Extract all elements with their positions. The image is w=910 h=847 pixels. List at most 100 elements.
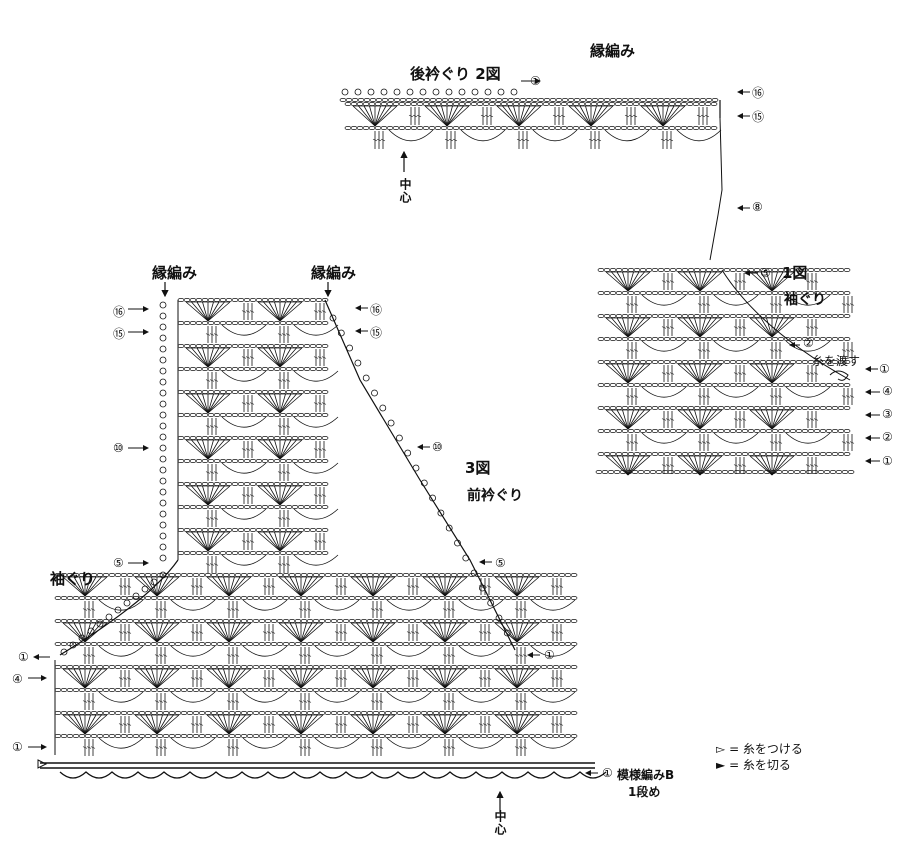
edging-picot xyxy=(159,411,167,419)
edging-picot xyxy=(379,404,387,412)
edging-picot xyxy=(471,88,479,96)
stitch-column xyxy=(841,296,855,313)
stitch-column xyxy=(372,131,386,149)
stitch-column xyxy=(841,342,855,359)
stitch-fan xyxy=(494,668,540,689)
legend-cut-yarn-text: = 糸を切る xyxy=(729,758,791,772)
chain-v xyxy=(170,599,216,611)
chain-v xyxy=(713,386,759,398)
stitch-column xyxy=(226,601,240,618)
chain-row xyxy=(597,383,851,387)
fig3-row-15-left-marker: ⑮ xyxy=(113,327,126,341)
stitch-column xyxy=(697,296,711,313)
stitch-fan xyxy=(352,105,398,127)
edging-picot xyxy=(420,479,428,487)
edging-picot xyxy=(159,356,167,364)
stitch-column xyxy=(277,464,291,481)
chain-row xyxy=(177,298,329,302)
stitch-column xyxy=(625,296,639,313)
fig3-title: 3図 xyxy=(465,459,491,477)
edging-picot xyxy=(437,509,445,517)
chain-row xyxy=(177,390,329,394)
stitch-fan xyxy=(494,714,540,735)
stitch-fan xyxy=(206,714,252,735)
stitch-fan xyxy=(278,714,324,735)
stitch-column xyxy=(154,739,168,756)
chain-row xyxy=(339,98,719,102)
stitch-fan xyxy=(496,105,542,127)
stitch-column xyxy=(262,670,276,687)
stitch-fan xyxy=(605,317,651,338)
stitch-column xyxy=(442,693,456,710)
edging-picot xyxy=(132,592,140,600)
stitch-column xyxy=(370,647,384,664)
edging-picot xyxy=(503,629,511,637)
stitch-fan xyxy=(640,105,686,127)
chain-v xyxy=(532,129,578,142)
chain-v xyxy=(293,554,339,566)
edging-picot xyxy=(337,329,345,337)
chain-v xyxy=(458,645,504,657)
stitch-fan xyxy=(206,668,252,689)
stitch-fan xyxy=(185,485,231,506)
edging-picot xyxy=(470,569,478,577)
chain-v xyxy=(530,645,576,657)
stitch-column xyxy=(241,487,255,504)
bottom-row-1-marker: ① xyxy=(602,766,613,780)
stitch-column xyxy=(298,601,312,618)
fig2-row-16-marker: ⑯ xyxy=(752,86,765,100)
attach-yarn-mark xyxy=(37,759,48,769)
stitch-fan xyxy=(568,105,614,127)
chain-row xyxy=(597,337,851,341)
chain-v xyxy=(530,691,576,703)
chain-row xyxy=(597,268,851,272)
edging-picot xyxy=(380,88,388,96)
edging-picot xyxy=(510,88,518,96)
stitch-column xyxy=(625,342,639,359)
stitch-fan xyxy=(749,317,795,338)
stitch-column xyxy=(406,624,420,641)
stitch-column xyxy=(298,693,312,710)
chain-v xyxy=(221,324,267,336)
fig3-row-10-left-marker: ⑩ xyxy=(113,441,124,455)
chain-v xyxy=(460,129,506,142)
stitch-column xyxy=(370,601,384,618)
fig2-row-15-marker: ⑮ xyxy=(752,110,765,124)
chain-v xyxy=(386,645,432,657)
legend-attach-yarn-text: = 糸をつける xyxy=(729,742,803,756)
fig3-front-neck-chart xyxy=(54,282,578,812)
stitch-column xyxy=(277,418,291,435)
stitch-column xyxy=(733,273,747,290)
stitch-fan xyxy=(677,455,723,476)
chain-v xyxy=(314,737,360,749)
chain-v xyxy=(221,508,267,520)
edging-picot xyxy=(123,599,131,607)
edging-picot xyxy=(159,521,167,529)
stitch-column xyxy=(154,647,168,664)
fig2-title: 後衿ぐり 2図 xyxy=(410,65,501,83)
edging-picot xyxy=(445,524,453,532)
fig2-row-1-marker: ① xyxy=(530,74,541,88)
chain-v xyxy=(785,294,831,306)
stitch-fan xyxy=(749,271,795,292)
stitch-fan xyxy=(257,393,303,414)
stitch-fan xyxy=(422,668,468,689)
stitch-fan xyxy=(749,363,795,384)
fig1-row-8-marker: ⑧ xyxy=(752,200,763,214)
fig2-center-label: 中心 xyxy=(398,178,412,204)
stitch-column xyxy=(190,624,204,641)
chain-v xyxy=(314,691,360,703)
chain-row xyxy=(177,321,329,325)
stitch-column xyxy=(406,578,420,595)
stitch-column xyxy=(298,739,312,756)
edging-picot xyxy=(159,477,167,485)
chain-row xyxy=(597,406,851,410)
stitch-column xyxy=(334,716,348,733)
fig1-carry-yarn-label: 糸を渡す xyxy=(812,354,861,368)
edging-picot xyxy=(159,367,167,375)
edging-picot xyxy=(159,510,167,518)
fig3-edging-left-label: 縁編み xyxy=(152,264,198,282)
chain-v xyxy=(98,645,144,657)
attach-yarn-icon: ▻ xyxy=(716,742,726,756)
stitch-column xyxy=(277,326,291,343)
